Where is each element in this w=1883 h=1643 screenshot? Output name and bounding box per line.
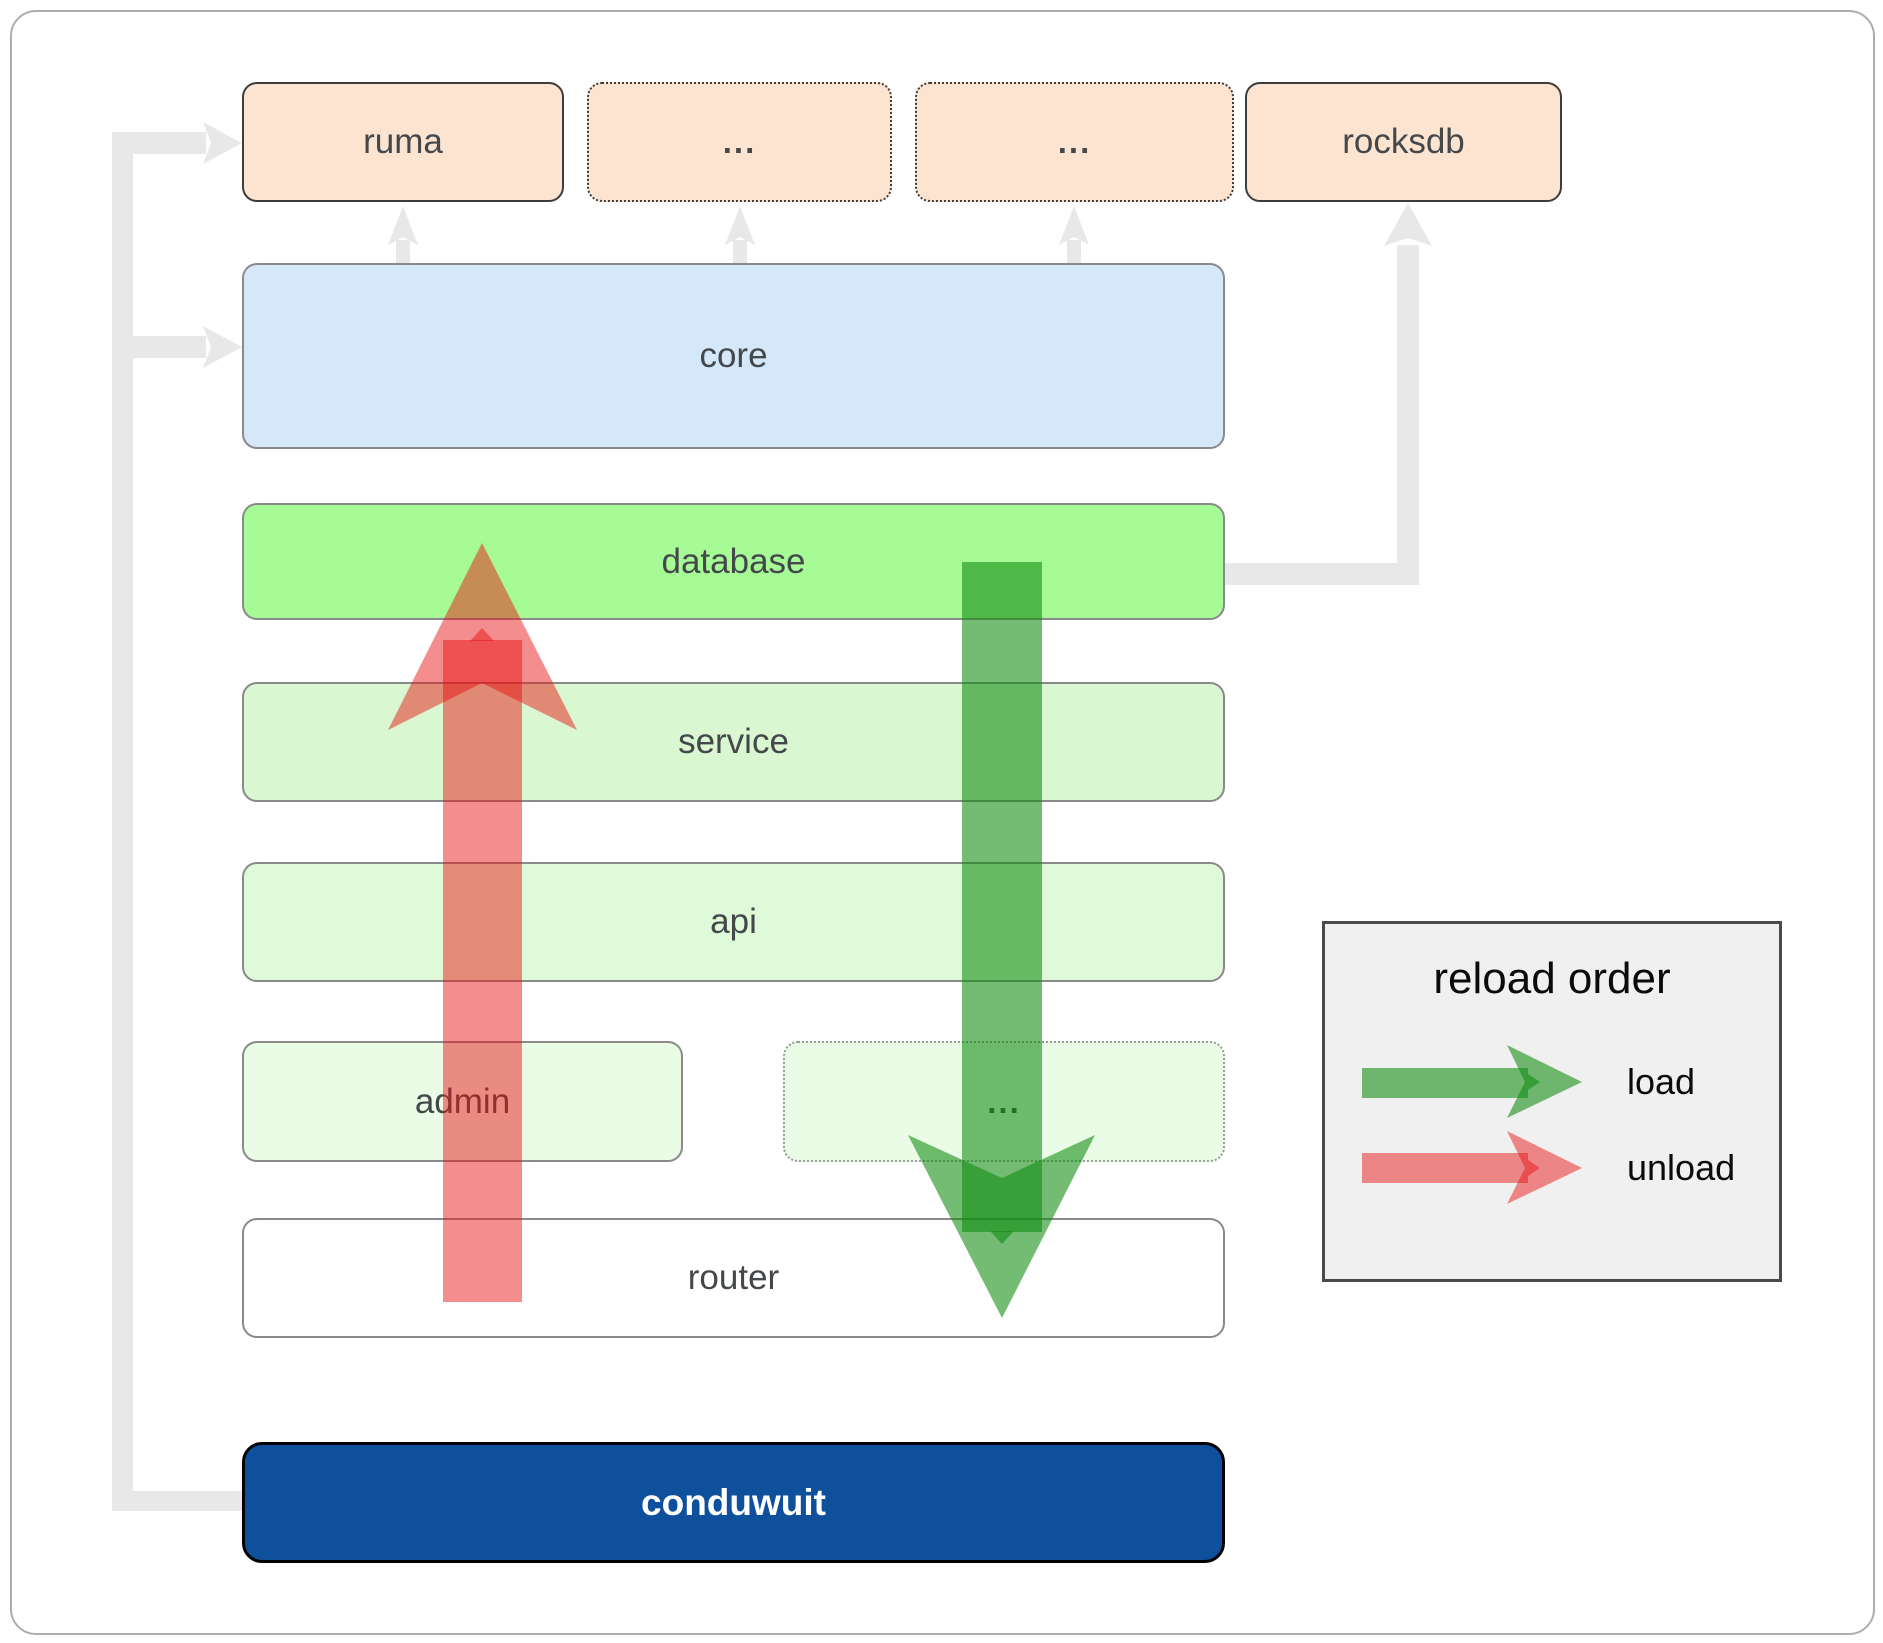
box-rocksdb-label: rocksdb (1342, 122, 1465, 161)
legend-panel: reload order (1322, 921, 1782, 1282)
box-ruma-label: ruma (363, 122, 443, 161)
box-router: router (242, 1218, 1225, 1338)
box-core: core (242, 263, 1225, 449)
box-other-crate-1: ... (587, 82, 892, 202)
box-admin-more-label: ... (987, 1082, 1021, 1120)
box-router-label: router (687, 1258, 780, 1297)
box-other-crate-2: ... (915, 82, 1234, 202)
legend-title: reload order (1433, 954, 1671, 1003)
box-other-crate-1-label: ... (722, 123, 757, 160)
box-database: database (242, 503, 1225, 620)
box-service-label: service (678, 722, 789, 761)
box-core-label: core (699, 336, 768, 375)
box-admin: admin (242, 1041, 683, 1162)
box-database-label: database (661, 541, 806, 581)
box-ruma: ruma (242, 82, 564, 202)
legend-unload-label: unload (1627, 1147, 1736, 1188)
box-admin-more: ... (783, 1041, 1225, 1162)
box-api-label: api (710, 902, 757, 941)
box-api: api (242, 862, 1225, 982)
box-service: service (242, 682, 1225, 802)
box-admin-label: admin (414, 1081, 511, 1121)
legend-load-label: load (1627, 1061, 1696, 1102)
box-other-crate-2-label: ... (1057, 123, 1092, 160)
outer-frame (10, 10, 1875, 1635)
box-conduwuit: conduwuit (242, 1442, 1225, 1563)
box-conduwuit-label: conduwuit (641, 1481, 826, 1523)
box-rocksdb: rocksdb (1245, 82, 1562, 202)
